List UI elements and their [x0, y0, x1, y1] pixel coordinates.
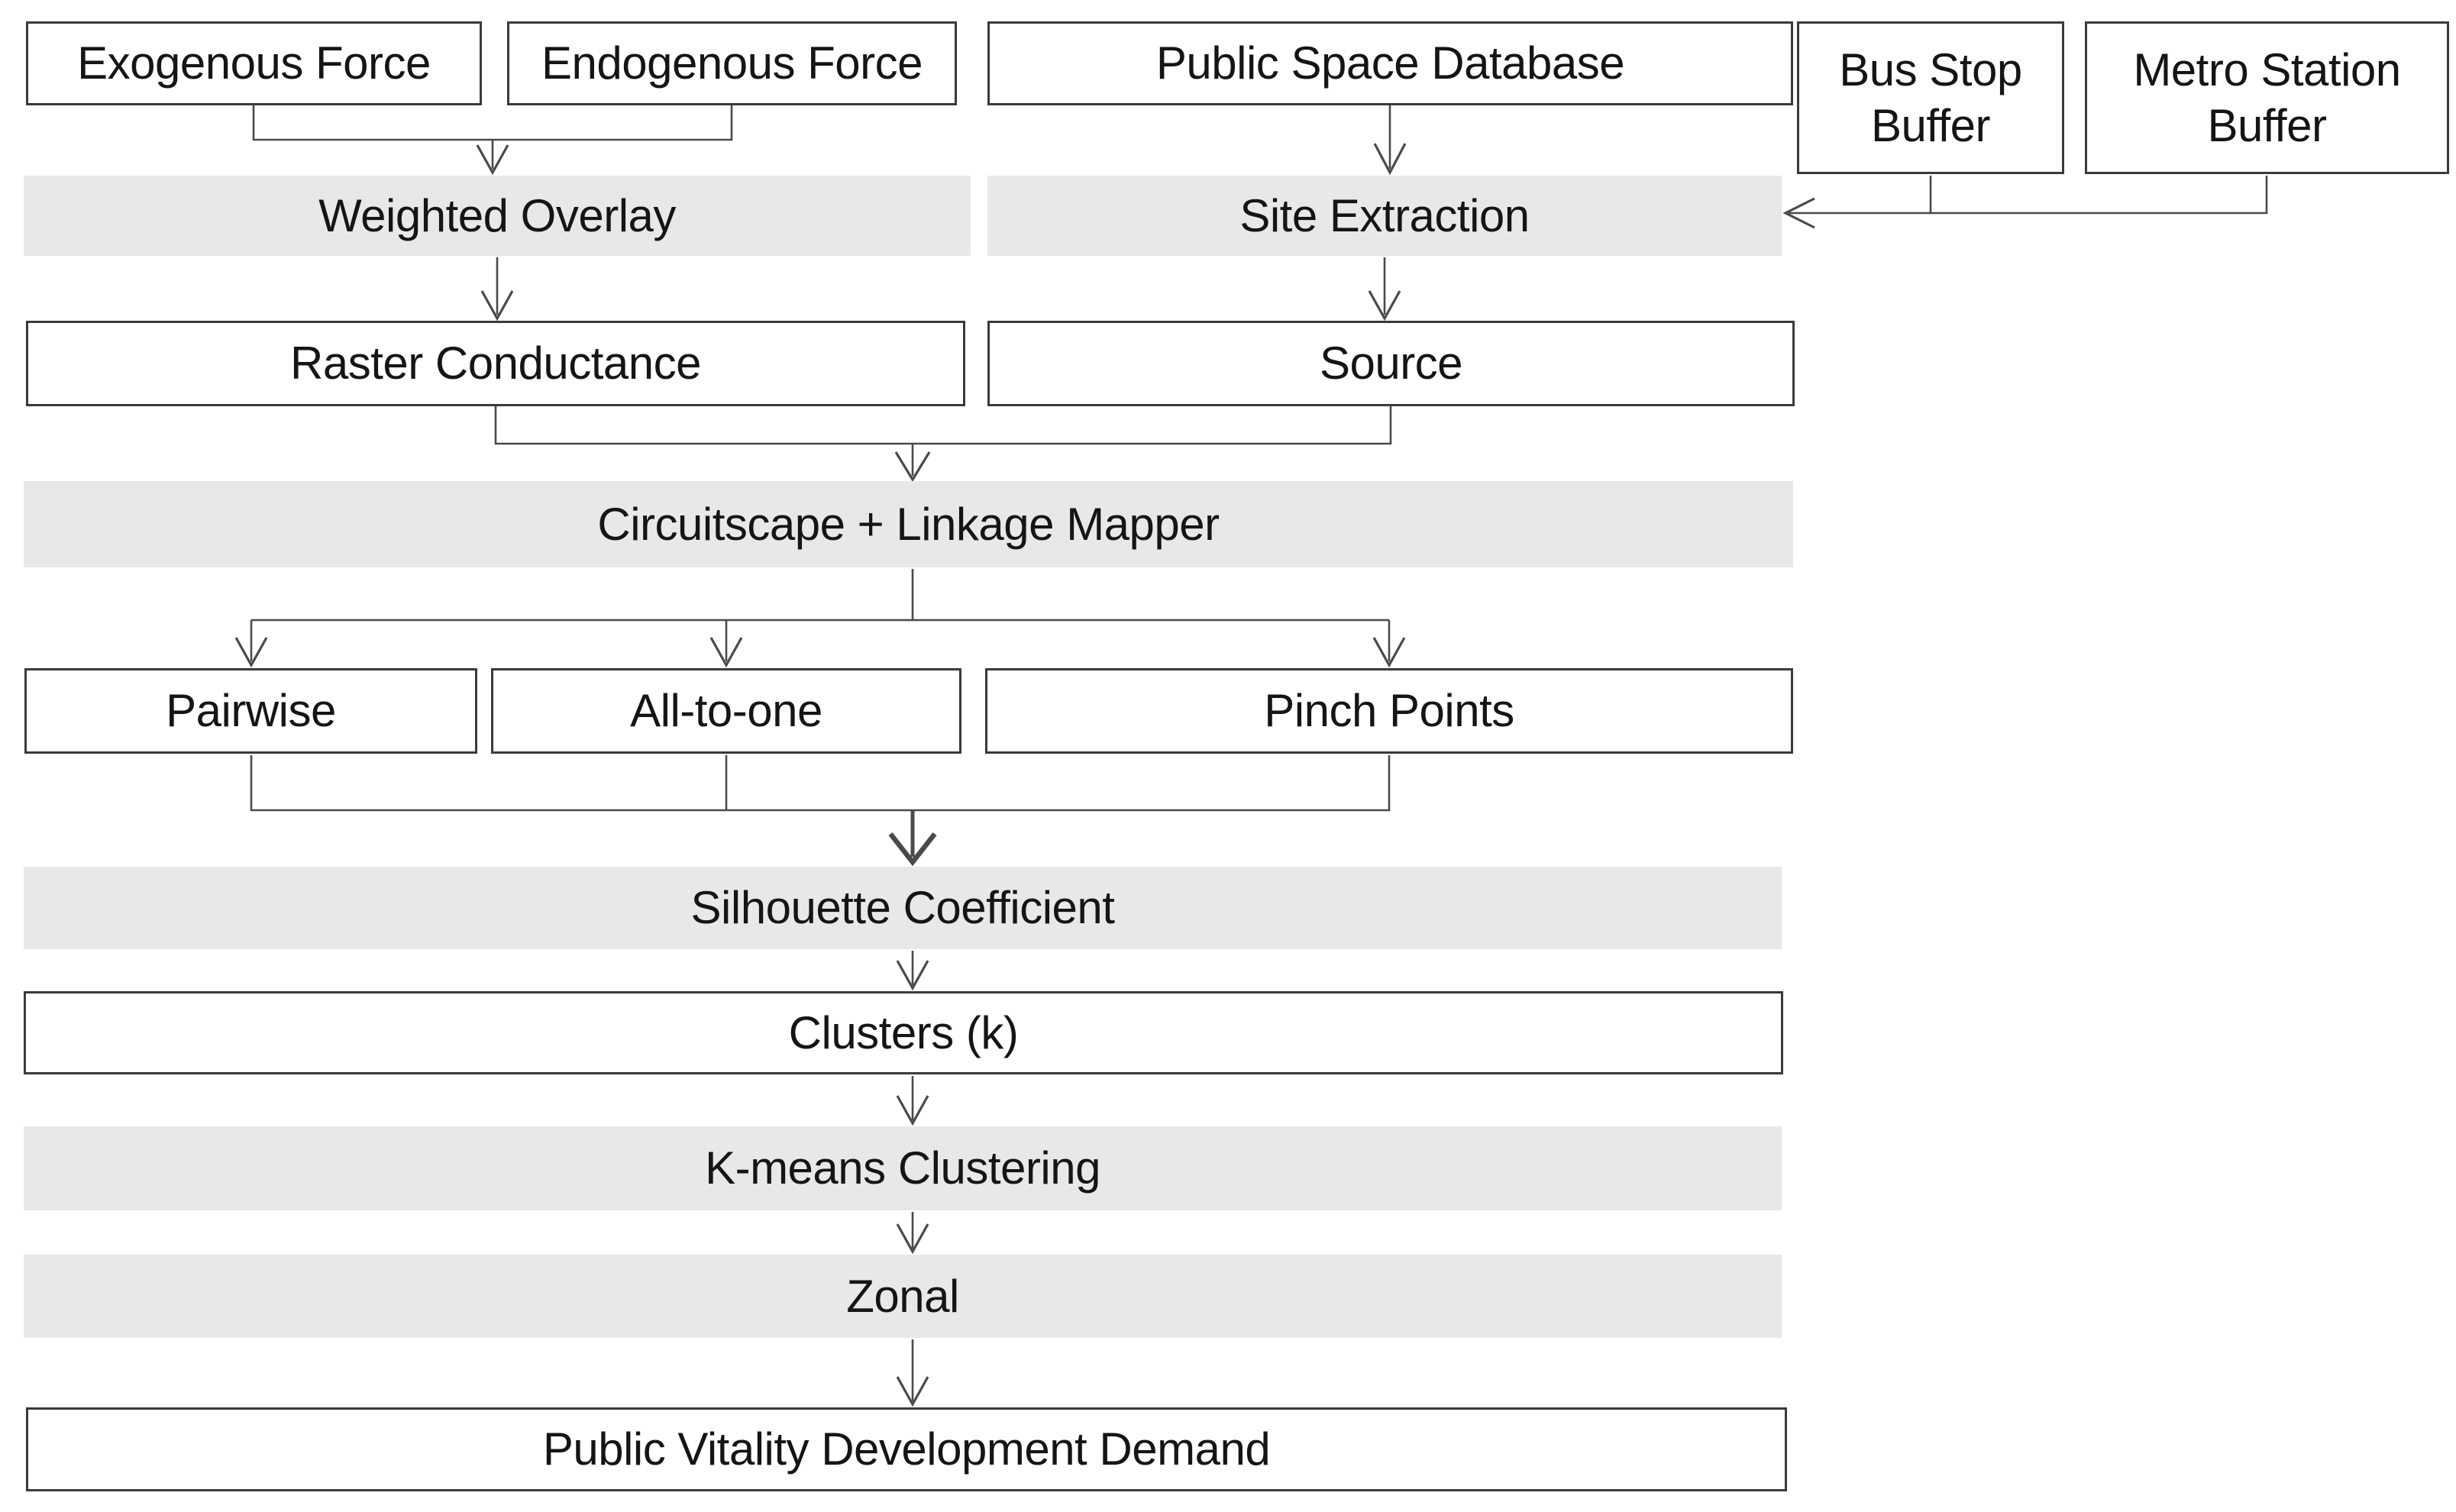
node-label: Public Space Database [1155, 37, 1625, 89]
node-all-to-one: All-to-one [491, 668, 961, 754]
connector-zonal-to-demand [896, 1339, 929, 1407]
node-label: Pinch Points [1264, 685, 1514, 737]
node-label: Pairwise [166, 685, 336, 737]
node-exogenous-force: Exogenous Force [26, 21, 482, 105]
connector-modes-to-silhouette [250, 755, 1391, 867]
connector-buffers-to-site-extraction [1782, 176, 2268, 229]
node-zonal: Zonal [24, 1255, 1782, 1338]
node-weighted-overlay: Weighted Overlay [24, 176, 971, 256]
node-label: Source [1319, 338, 1463, 389]
connector-raster-source-to-circuitscape [494, 406, 1392, 483]
connector-forces-to-weighted-overlay [252, 105, 733, 176]
node-pinch-points: Pinch Points [985, 668, 1793, 754]
node-label: Weighted Overlay [318, 189, 676, 241]
node-label: Metro Station Buffer [2133, 44, 2401, 151]
node-source: Source [987, 321, 1795, 406]
connector-silhouette-to-clusters [896, 951, 929, 991]
connector-site-extraction-to-source [1368, 257, 1401, 321]
node-label: All-to-one [630, 685, 822, 737]
node-raster-conductance: Raster Conductance [26, 321, 965, 406]
node-public-vitality-development-demand: Public Vitality Development Demand [26, 1407, 1787, 1491]
connector-clusters-to-kmeans [896, 1076, 929, 1126]
node-circuitscape-linkage-mapper: Circuitscape + Linkage Mapper [24, 481, 1793, 567]
connector-database-to-site-extraction [1373, 105, 1407, 176]
node-label: Zonal [846, 1270, 959, 1322]
node-label: Circuitscape + Linkage Mapper [597, 498, 1220, 550]
node-label: Site Extraction [1239, 189, 1530, 241]
node-label: Exogenous Force [77, 37, 431, 89]
connector-weighted-overlay-to-raster [480, 257, 514, 321]
node-silhouette-coefficient: Silhouette Coefficient [24, 867, 1782, 949]
node-pairwise: Pairwise [24, 668, 477, 754]
node-k-means-clustering: K-means Clustering [24, 1126, 1782, 1210]
node-label: K-means Clustering [705, 1142, 1100, 1194]
node-label: Silhouette Coefficient [690, 882, 1115, 934]
node-clusters-k: Clusters (k) [24, 991, 1783, 1074]
node-label: Clusters (k) [788, 1006, 1019, 1058]
node-public-space-database: Public Space Database [987, 21, 1793, 105]
node-label: Bus Stop Buffer [1839, 44, 2022, 151]
node-bus-stop-buffer: Bus Stop Buffer [1797, 21, 2064, 174]
connector-kmeans-to-zonal [896, 1212, 929, 1255]
node-label: Endogenous Force [541, 37, 923, 89]
node-label: Raster Conductance [290, 338, 701, 389]
node-site-extraction: Site Extraction [987, 176, 1782, 256]
connector-circuitscape-to-modes [234, 569, 1406, 668]
node-endogenous-force: Endogenous Force [507, 21, 957, 105]
node-metro-station-buffer: Metro Station Buffer [2085, 21, 2449, 174]
node-label: Public Vitality Development Demand [542, 1423, 1271, 1475]
